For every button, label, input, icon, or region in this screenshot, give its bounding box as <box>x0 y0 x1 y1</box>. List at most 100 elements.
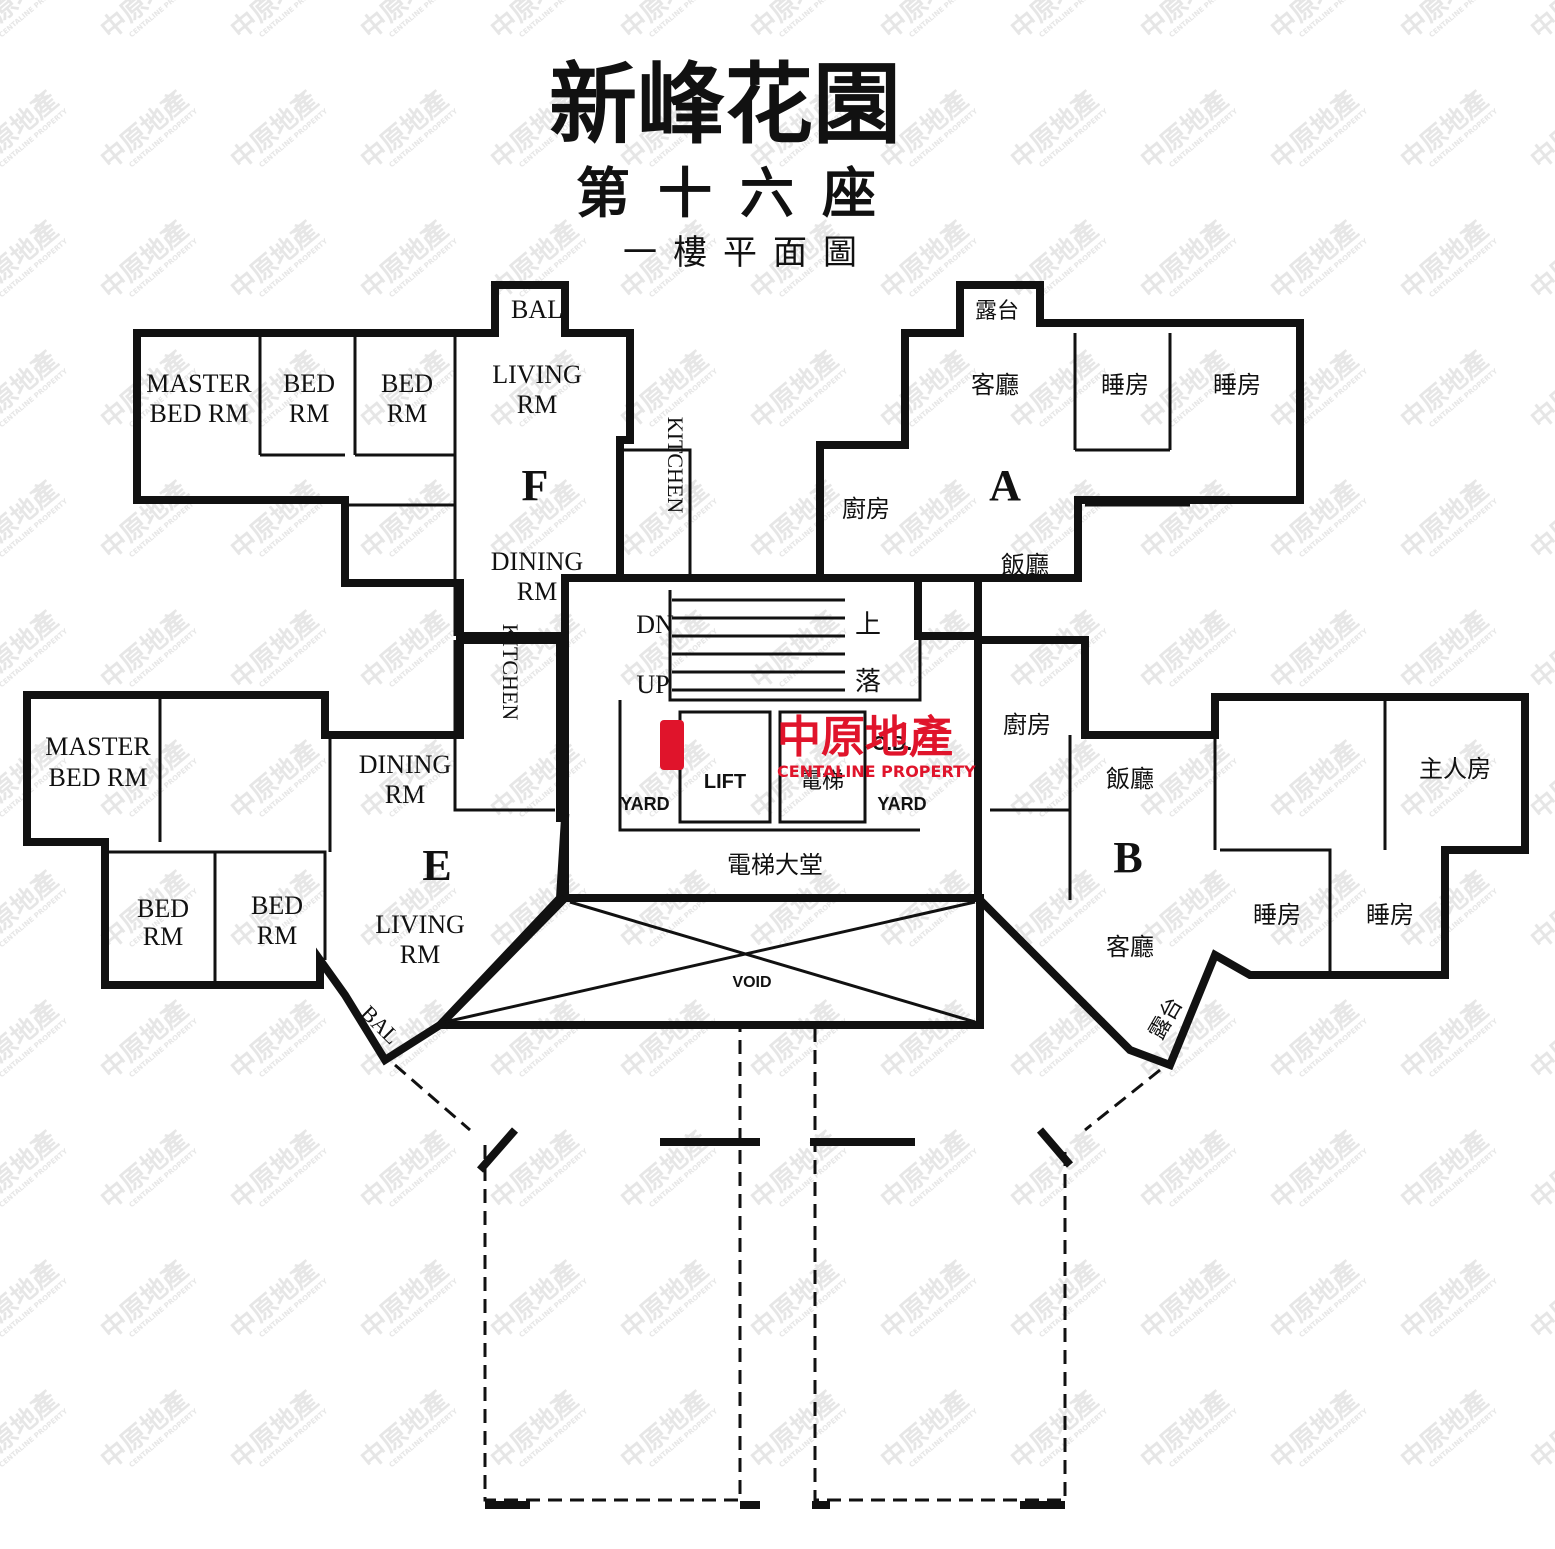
estate-title: 新峰花園 <box>549 52 901 156</box>
unit-f-balcony-label: BAL <box>511 295 563 324</box>
brand-logo-en: CENTALINE PROPERTY <box>777 762 976 781</box>
brand-logo-emblem-icon <box>660 720 684 770</box>
stair-up-label: UP <box>636 670 669 699</box>
unit-e-master-bed-label-line2: BED RM <box>49 763 148 792</box>
core: DN UP 上 落 LIFT 電梯 C.D. YARD YARD 電梯大堂 VO… <box>620 610 926 991</box>
svg-text:中原地產: 中原地產 <box>1525 1385 1555 1476</box>
unit-f: BAL MASTER BED RM BED RM BED RM LIVING R… <box>146 295 688 606</box>
unit-f-living-label-line2: RM <box>517 390 557 419</box>
void-label: VOID <box>732 974 771 991</box>
unit-e-bed2-label-line1: BED <box>251 891 303 920</box>
unit-f-bed2-label-line2: RM <box>387 399 427 428</box>
svg-text:中原地產: 中原地產 <box>1525 215 1555 306</box>
unit-e-master-bed-label-line1: MASTER <box>45 732 151 761</box>
stair-up-cn-label: 上 <box>855 610 881 640</box>
stair-down-cn-label: 落 <box>855 667 881 697</box>
unit-a-bed1-label: 睡房 <box>1101 371 1149 399</box>
walls <box>23 281 1529 1509</box>
svg-text:中原地產: 中原地產 <box>1525 85 1555 176</box>
unit-f-dining-label-line2: RM <box>517 577 557 606</box>
unit-e-living-label-line1: LIVING <box>375 910 465 939</box>
unit-e-living-label-line2: RM <box>400 940 440 969</box>
svg-text:中原地產: 中原地產 <box>1525 995 1555 1086</box>
unit-f-living-label-line1: LIVING <box>492 360 582 389</box>
svg-text:中原地產: 中原地產 <box>1525 1125 1555 1216</box>
unit-a-dining-label: 飯廳 <box>1001 551 1049 579</box>
unit-b-bed1-label: 睡房 <box>1253 901 1301 929</box>
unit-b-bed2-label: 睡房 <box>1366 901 1414 929</box>
svg-text:中原地產: 中原地產 <box>1525 605 1555 696</box>
unit-f-dining-label-line1: DINING <box>491 547 583 576</box>
unit-a-kitchen-label: 廚房 <box>842 495 890 523</box>
unit-a: 露台 客廳 睡房 睡房 A 廚房 飯廳 <box>842 299 1261 579</box>
lift-cn-label: 電梯 <box>800 769 844 794</box>
svg-text:中原地產: 中原地產 <box>1525 735 1555 826</box>
unit-a-letter: A <box>989 461 1021 510</box>
unit-b-kitchen-label: 廚房 <box>1003 711 1051 739</box>
unit-e-bed1-label-line1: BED <box>137 894 189 923</box>
brand-logo: 中原地產 CENTALINE PROPERTY <box>660 712 976 781</box>
